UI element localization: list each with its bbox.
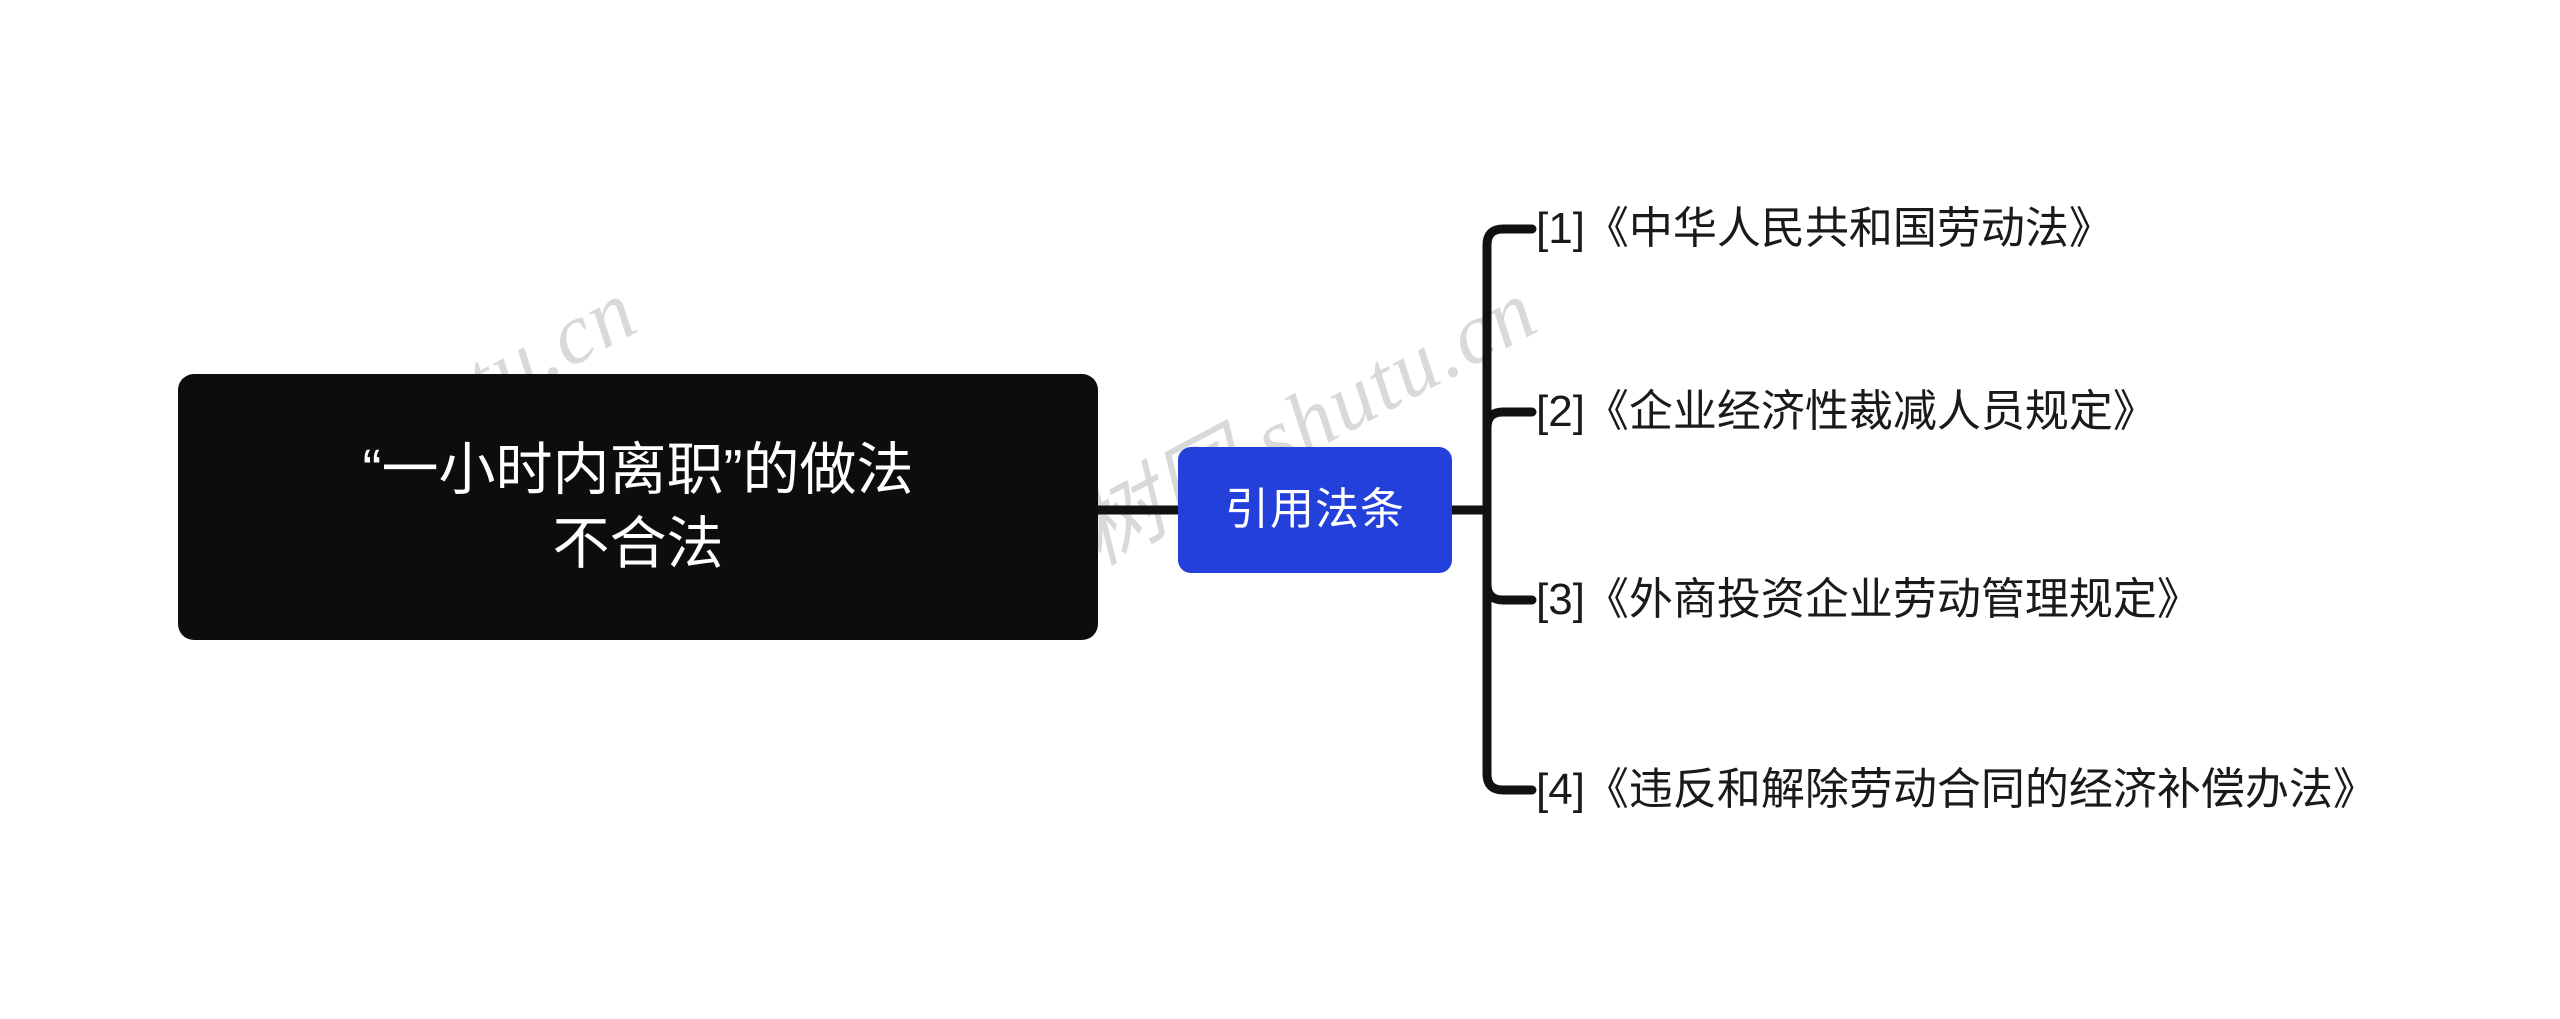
- connector-leaf-2: [1482, 407, 1537, 433]
- connector-leaf-4: [1482, 769, 1537, 795]
- connector-leaf-1: [1482, 224, 1537, 250]
- leaf-node-2[interactable]: [2]《企业经济性裁减人员规定》: [1536, 387, 2157, 437]
- branch-node-label: 引用法条: [1225, 484, 1405, 534]
- leaf-node-3[interactable]: [3]《外商投资企业劳动管理规定》: [1536, 575, 2201, 625]
- root-node[interactable]: “一小时内离职”的做法 不合法: [178, 374, 1098, 640]
- connector-leaf-3: [1482, 579, 1537, 605]
- branch-node-citations[interactable]: 引用法条: [1178, 447, 1452, 573]
- leaf-node-4[interactable]: [4]《违反和解除劳动合同的经济补偿办法》: [1536, 765, 2377, 815]
- leaf-node-1[interactable]: [1]《中华人民共和国劳动法》: [1536, 204, 2113, 254]
- root-node-label: “一小时内离职”的做法 不合法: [362, 437, 914, 576]
